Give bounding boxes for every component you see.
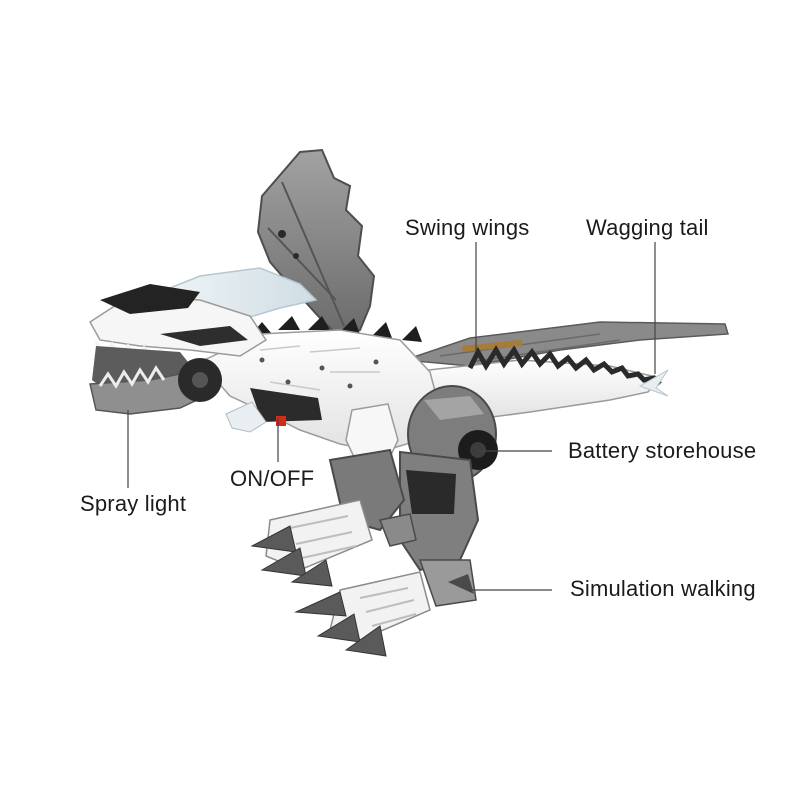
front-leg [250,448,417,587]
on-off-label: ON/OFF [230,466,315,491]
left-wing [256,148,376,340]
simulation-walking-label: Simulation walking [570,576,756,601]
spray-light-label: Spray light [80,491,187,516]
head [89,267,318,415]
rear-leg [294,450,480,657]
battery-storehouse-label: Battery storehouse [568,438,757,463]
power-switch-icon [276,416,286,426]
swing-wings-label: Swing wings [405,215,530,240]
callout-lines [127,242,656,591]
wagging-tail-label: Wagging tail [586,215,709,240]
